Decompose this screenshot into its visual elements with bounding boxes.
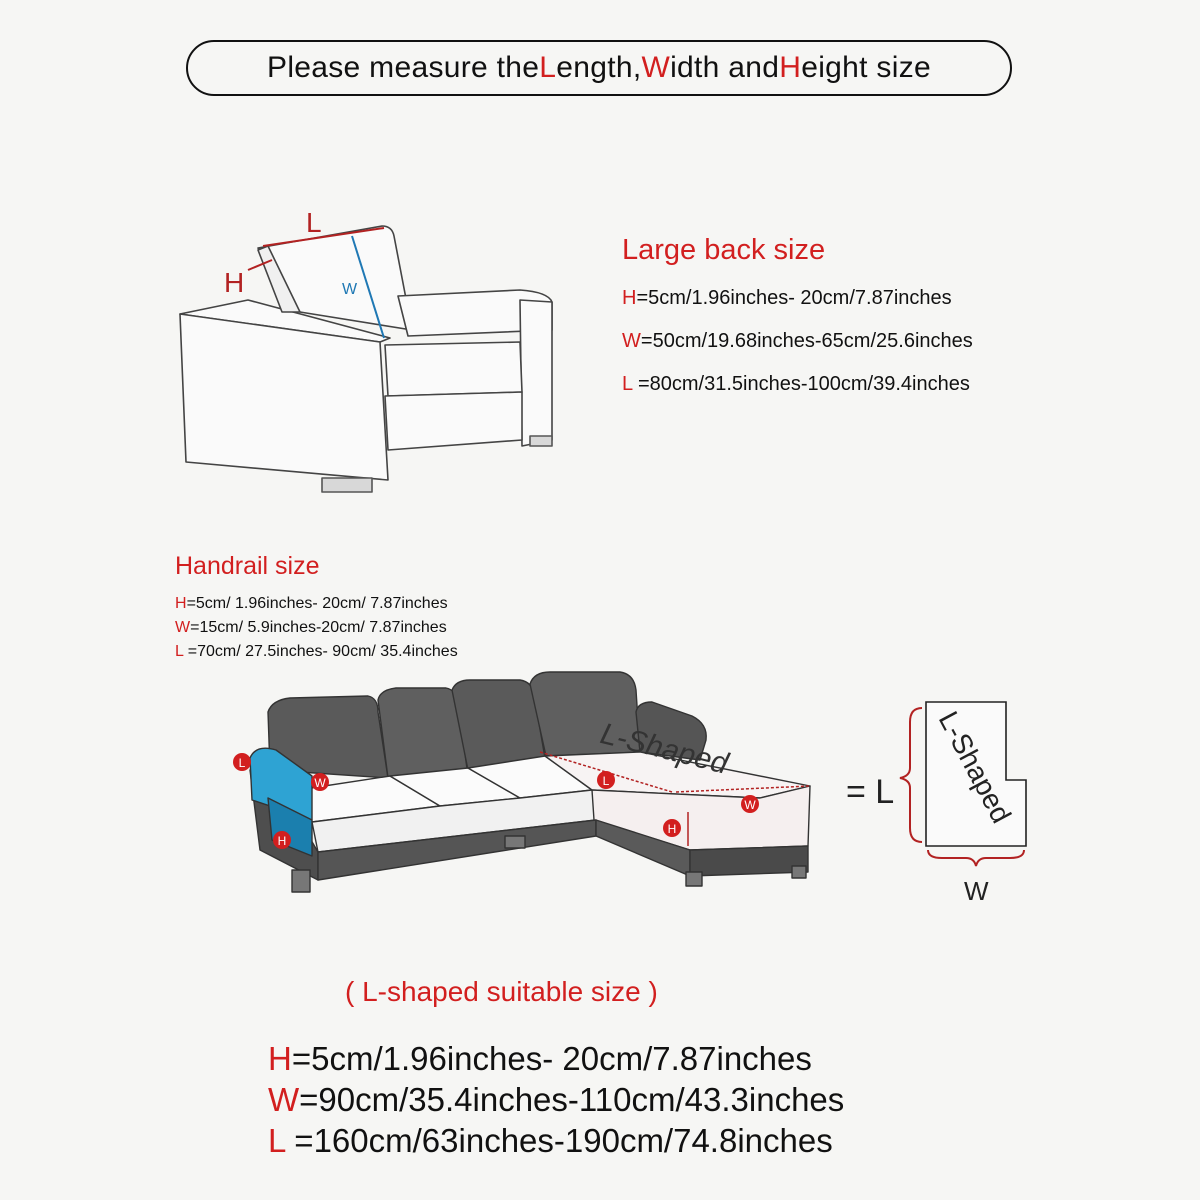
sofa-back-cushion-4 <box>529 671 641 757</box>
chair-length-line <box>262 227 385 247</box>
marker-handrail-l <box>233 753 251 771</box>
row-key: W <box>268 1081 300 1118</box>
chaise-width-line <box>675 785 811 793</box>
l-shape-outline <box>925 701 1027 847</box>
large-back-title: Large back size <box>622 234 826 266</box>
l-shaped-row-w: W=90cm/35.4inches-110cm/43.3inches <box>268 1081 844 1122</box>
banner-letter-l: L <box>539 51 557 84</box>
handrail-row-w: W=15cm/ 5.9inches-20cm/ 7.87inches <box>175 619 458 643</box>
chaise-front-base <box>689 845 809 877</box>
row-key: W <box>175 619 191 636</box>
l-shaped-row-h: H=5cm/1.96inches- 20cm/7.87inches <box>268 1040 844 1081</box>
banner-text-1: Please measure the <box>267 51 540 84</box>
row-key: L <box>268 1122 286 1159</box>
banner-text-3: idth and <box>670 51 780 84</box>
banner-letter-w: W <box>641 51 671 84</box>
sofa-right-armrest <box>635 701 707 761</box>
marker-handrail-h <box>273 831 291 849</box>
marker-handrail-w <box>311 773 329 791</box>
sofa-leg-2 <box>685 871 703 887</box>
row-value: =50cm/19.68inches-65cm/25.6inches <box>640 330 973 352</box>
row-key: W <box>622 330 641 352</box>
chair-label-h: H <box>224 267 244 298</box>
row-value: =70cm/ 27.5inches- 90cm/ 35.4inches <box>183 643 458 660</box>
handrail-cover-top <box>249 747 313 821</box>
marker-chaise-w-text: W <box>744 798 756 812</box>
row-key: H <box>622 287 637 309</box>
chair-label-w: W <box>342 281 358 298</box>
chair-left-arm-front <box>179 313 389 481</box>
handrail-row-h: H=5cm/ 1.96inches- 20cm/ 7.87inches <box>175 595 458 619</box>
handrail-row-l: L =70cm/ 27.5inches- 90cm/ 35.4inches <box>175 643 458 667</box>
armchair-illustration <box>179 225 553 493</box>
row-key: H <box>175 595 187 612</box>
row-key: H <box>268 1040 292 1077</box>
sofa-leg-3 <box>791 865 807 879</box>
marker-chaise-w <box>741 795 759 813</box>
banner-letter-h: H <box>779 51 802 84</box>
chair-seat <box>384 341 523 397</box>
chair-label-l: L <box>306 207 322 238</box>
chaise-length-line <box>539 751 673 793</box>
marker-chaise-l-text: L <box>603 774 610 788</box>
sofa-illustration <box>249 671 811 893</box>
sofa-markers: L W H L W H <box>233 753 759 849</box>
chair-right-arm-side <box>519 299 553 447</box>
large-back-row-w: W=50cm/19.68inches-65cm/25.6inches <box>622 330 973 373</box>
chair-width-line <box>351 235 385 339</box>
marker-chaise-h-text: H <box>668 822 677 836</box>
handrail-size-block: Handrail size H=5cm/ 1.96inches- 20cm/ 7… <box>175 552 458 667</box>
banner-text-2: ength, <box>556 51 642 84</box>
marker-handrail-l-text: L <box>239 756 246 770</box>
row-value: =5cm/1.96inches- 20cm/7.87inches <box>636 287 952 309</box>
row-value: =90cm/35.4inches-110cm/43.3inches <box>299 1081 845 1118</box>
marker-chaise-h <box>663 819 681 837</box>
chair-height-line <box>247 259 273 271</box>
row-key: L <box>175 643 184 660</box>
row-key: L <box>622 373 633 395</box>
sofa-leg-1 <box>291 869 311 893</box>
row-value: =160cm/63inches-190cm/74.8inches <box>285 1122 833 1159</box>
large-back-size-block: Large back size H=5cm/1.96inches- 20cm/7… <box>622 234 973 416</box>
shape-bracket-horizontal <box>927 849 1025 867</box>
shape-label-w: W <box>964 876 989 906</box>
sofa-leg-4 <box>504 835 526 849</box>
shape-bracket-vertical <box>899 707 923 843</box>
l-shaped-caption: ( L-shaped suitable size ) <box>345 976 658 1007</box>
row-value: =5cm/ 1.96inches- 20cm/ 7.87inches <box>186 595 448 612</box>
marker-chaise-l <box>597 771 615 789</box>
marker-handrail-h-text: H <box>278 834 287 848</box>
marker-handrail-w-text: W <box>314 776 326 790</box>
row-value: =80cm/31.5inches-100cm/39.4inches <box>632 373 970 395</box>
row-value: =15cm/ 5.9inches-20cm/ 7.87inches <box>190 619 447 636</box>
equals-l-label: = L <box>846 773 894 811</box>
chair-leg-front <box>321 477 373 493</box>
row-value: =5cm/1.96inches- 20cm/7.87inches <box>291 1040 812 1077</box>
banner-text-4: eight size <box>801 51 931 84</box>
handrail-title: Handrail size <box>175 552 320 580</box>
sofa-back-cushion-1 <box>267 695 389 779</box>
large-back-row-h: H=5cm/1.96inches- 20cm/7.87inches <box>622 287 973 330</box>
l-shaped-row-l: L =160cm/63inches-190cm/74.8inches <box>268 1122 844 1163</box>
chair-leg-back <box>529 435 553 447</box>
chair-seat-front <box>384 391 523 451</box>
l-shaped-size-block: H=5cm/1.96inches- 20cm/7.87inches W=90cm… <box>268 1040 844 1163</box>
large-back-row-l: L =80cm/31.5inches-100cm/39.4inches <box>622 373 973 416</box>
